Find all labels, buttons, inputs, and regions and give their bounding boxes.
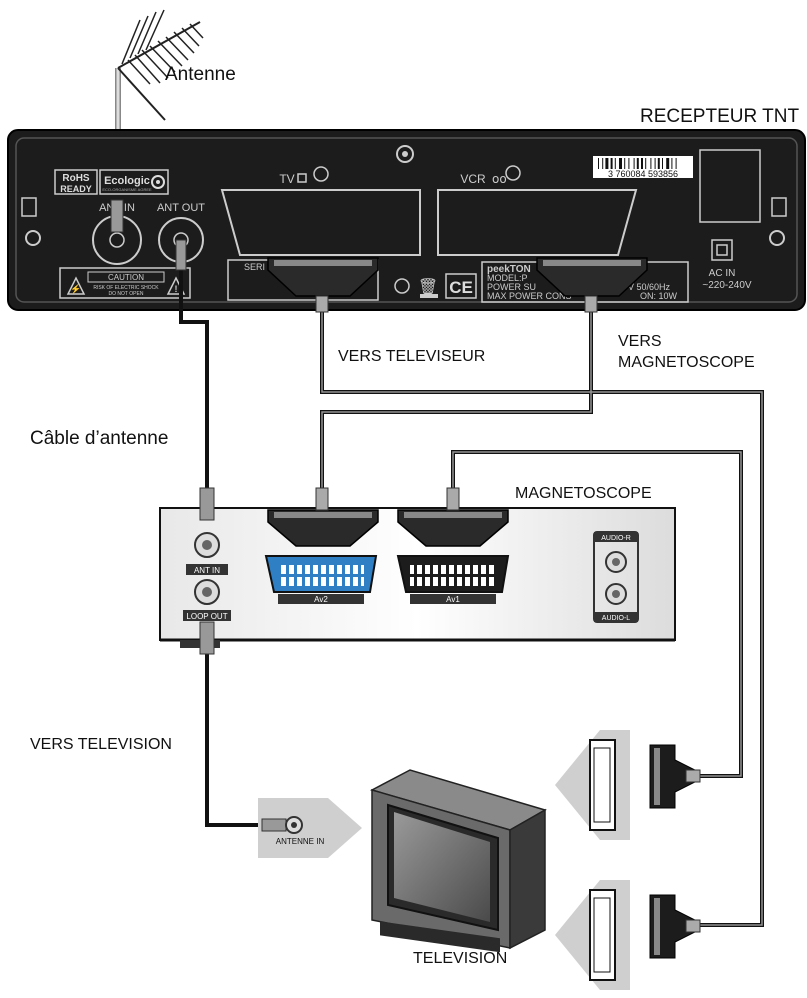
barcode-bar — [628, 158, 630, 169]
ce-mark: CE — [449, 278, 473, 297]
barcode-bar — [610, 158, 613, 169]
vcr-title: MAGNETOSCOPE — [515, 485, 652, 502]
receiver-left-bracket — [21, 197, 41, 246]
barcode-bar — [619, 158, 622, 169]
barcode-bar — [666, 158, 670, 169]
antenna-plug-receiver-out — [175, 239, 187, 271]
barcode-bar — [614, 158, 616, 169]
receiver-title: RECEPTEUR TNT — [640, 106, 800, 127]
label-vers-magnetoscope-line2: MAGNETOSCOPE — [618, 354, 755, 371]
barcode-bar — [671, 158, 673, 169]
vcr-loop-out-label: LOOP OUT — [186, 612, 227, 621]
max-power-label: MAX POWER CONS — [487, 291, 572, 301]
rohs-label: RoHS — [62, 173, 90, 184]
svg-text:!: ! — [175, 284, 178, 294]
label-vers-televiseur: VERS TELEVISEUR — [338, 348, 486, 365]
antenna-label: Antenne — [165, 64, 236, 85]
vcr-tape-icon: oo — [492, 172, 507, 186]
receiver-ant-out-label: ANT OUT — [157, 202, 205, 214]
barcode-bar — [605, 158, 609, 169]
scart-plug-receiver-tv — [267, 257, 379, 313]
barcode-number: 3 760084 593856 — [608, 169, 678, 179]
ac-in-label: AC IN — [709, 268, 736, 279]
barcode-bar — [598, 158, 599, 169]
scart-plug-vcr-av1 — [397, 487, 509, 547]
television-title: TELEVISION — [413, 950, 508, 967]
label-cable-antenne: Câble d’antenne — [30, 428, 169, 449]
tv-antenna-panel: ANTENNE IN — [258, 798, 362, 858]
vcr-audio-l-port — [605, 583, 627, 605]
barcode-bar — [624, 158, 626, 169]
barcode: 3 760084 593856 — [593, 156, 693, 179]
tv-scart-panel-upper — [555, 730, 630, 840]
barcode-bar — [636, 158, 639, 169]
vcr-audio-r-port — [605, 551, 627, 573]
barcode-bar — [654, 158, 656, 169]
barcode-bar — [662, 158, 663, 169]
caution-title: CAUTION — [108, 273, 144, 282]
vcr-av1-label: Av1 — [446, 595, 460, 604]
model-label: MODEL:P — [487, 273, 528, 283]
brand-label: peekTON — [487, 264, 531, 275]
tv-square-icon — [297, 173, 307, 183]
ecologic-sub-label: ECO-ORGANISME AGREE — [102, 187, 152, 192]
vcr-loop-out-port — [194, 579, 220, 605]
scart-plug-tv-upper — [649, 744, 701, 809]
caution-label-block: ⚡ ! CAUTION RISK OF ELECTRIC SHOCK DO NO… — [59, 267, 191, 299]
rohs-ready-label: READY — [60, 184, 92, 194]
label-vers-magnetoscope-line1: VERS — [618, 333, 662, 350]
ecologic-label: Ecologic — [104, 175, 150, 187]
ac-voltage-label: ~220-240V — [702, 280, 752, 291]
double-insulation-icon — [711, 239, 733, 261]
vcr-audio-r-label: AUDIO-R — [601, 535, 631, 542]
scart-cable-receiver-to-vcr — [320, 312, 593, 488]
barcode-bar — [675, 158, 677, 169]
power-supply-label: POWER SU — [487, 282, 536, 292]
ecologic-logo-icon — [151, 175, 165, 189]
max-power-value: ON: 10W — [640, 291, 678, 301]
vcr-ant-in-port — [194, 532, 220, 558]
barcode-bar — [641, 158, 643, 169]
antenna-plug-vcr-out — [199, 621, 215, 655]
weee-bin-icon: 🗑 — [418, 277, 438, 296]
receiver-serial-label: SERI — [244, 262, 265, 272]
barcode-bar — [650, 158, 652, 169]
antenna-plug-vcr-in — [199, 487, 215, 521]
vcr-ant-in-label: ANT IN — [194, 566, 220, 575]
antenna-plug-receiver-in — [110, 199, 124, 233]
barcode-bar — [602, 158, 604, 169]
vcr-av2-label: Av2 — [314, 595, 328, 604]
tv-scart-panel-lower — [555, 880, 630, 990]
label-vers-television: VERS TELEVISION — [30, 736, 172, 753]
tv-antenne-in-label: ANTENNE IN — [276, 837, 325, 846]
receiver-right-bracket — [769, 197, 787, 246]
barcode-bar — [657, 158, 660, 169]
vcr: ANT IN LOOP OUT Av2 Av1 AUDIO-R — [159, 507, 676, 648]
antenna-cable-receiver-to-vcr — [179, 262, 209, 490]
barcode-bar — [645, 158, 647, 169]
caution-sub-2: DO NOT OPEN — [109, 291, 144, 297]
vcr-av1-scart — [396, 555, 510, 593]
vcr-audio-l-label: AUDIO-L — [602, 615, 631, 622]
receiver-vcr-label: VCR — [460, 172, 486, 186]
receiver: RoHS READY Ecologic ECO-ORGANISME AGREE … — [7, 129, 806, 311]
television — [370, 769, 547, 953]
vcr-av2-scart — [264, 555, 378, 593]
barcode-bar — [633, 158, 635, 169]
antenna-cable-vcr-to-tv — [205, 650, 262, 827]
antenne-in-connector-icon — [261, 816, 303, 834]
power-supply-value: V 50/60Hz — [628, 282, 671, 292]
scart-plug-vcr-av2 — [267, 487, 379, 547]
svg-text:⚡: ⚡ — [70, 283, 81, 295]
receiver-tv-label: TV — [279, 172, 294, 186]
scart-plug-receiver-vcr — [536, 257, 648, 313]
caution-sub-1: RISK OF ELECTRIC SHOCK — [93, 285, 159, 291]
scart-plug-tv-lower — [649, 894, 701, 959]
